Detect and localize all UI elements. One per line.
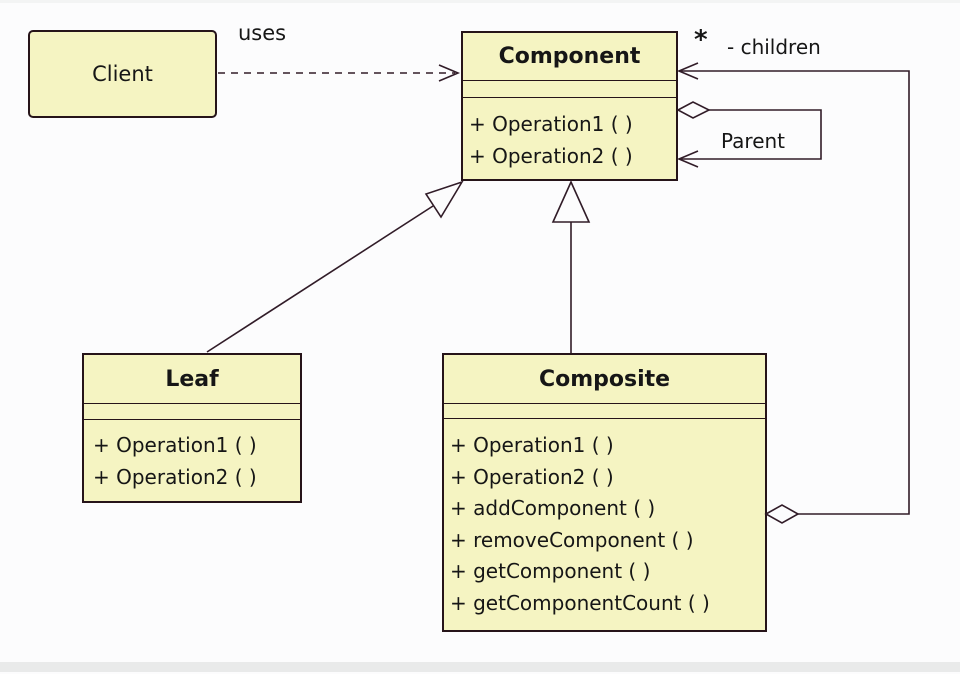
uses-dependency-arrow [218,64,461,82]
open-arrowhead-icon [676,150,699,168]
bottom-edge-strip [0,662,960,672]
method-label: + getComponentCount ( ) [450,590,710,615]
aggregation-diamond-icon [764,504,800,524]
attributes-compartment [463,80,676,97]
method-label: + Operation1 ( ) [93,433,257,457]
class-name-component: Component [498,44,641,69]
class-box-leaf[interactable]: Leaf + Operation1 ( ) + Operation2 ( ) [82,353,302,503]
hollow-triangle-icon [551,180,591,223]
method-label: + Operation2 ( ) [469,143,633,168]
open-arrowhead-icon [676,62,699,80]
children-multiplicity-label: * [694,25,708,55]
class-name-client: Client [92,62,153,86]
hollow-triangle-icon [424,180,464,219]
open-arrowhead-icon [438,64,461,82]
method-label: + removeComponent ( ) [450,527,694,552]
composite-generalization-arrow [551,180,591,353]
parent-role-label: Parent [721,129,786,153]
attributes-compartment [84,403,300,419]
methods-compartment: + Operation1 ( ) + Operation2 ( ) [463,97,676,179]
class-name-leaf: Leaf [165,366,219,392]
methods-compartment: + Operation1 ( ) + Operation2 ( ) + addC… [444,418,765,630]
method-label: + Operation1 ( ) [450,433,614,457]
leaf-generalization-arrow [206,180,464,353]
methods-compartment: + Operation1 ( ) + Operation2 ( ) [84,419,300,501]
class-name-composite: Composite [538,366,671,392]
attributes-compartment [444,403,765,418]
method-label: + Operation2 ( ) [450,464,614,489]
children-role-label: - children [727,35,821,59]
method-label: + Operation1 ( ) [469,112,633,136]
class-box-component[interactable]: Component + Operation1 ( ) + Operation2 … [461,31,678,181]
method-label: + Operation2 ( ) [93,464,257,489]
class-box-client[interactable]: Client [28,30,217,118]
uses-label: uses [238,21,287,45]
method-label: + getComponent ( ) [450,559,651,584]
class-box-composite[interactable]: Composite + Operation1 ( ) + Operation2 … [442,353,767,632]
method-label: + addComponent ( ) [450,496,656,521]
top-edge-strip [0,0,960,3]
aggregation-diamond-icon [676,101,711,119]
